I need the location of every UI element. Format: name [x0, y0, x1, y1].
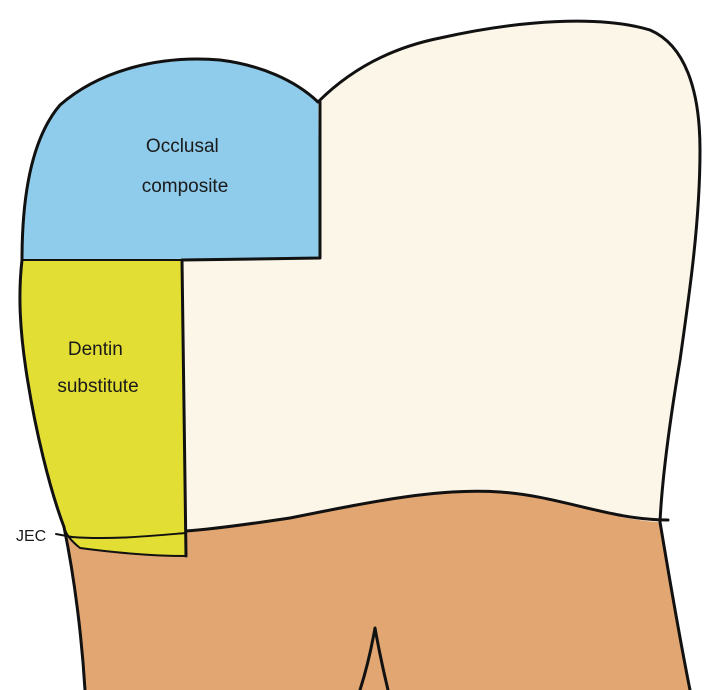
occlusal-composite-label-line2: composite [142, 176, 229, 197]
jec-label: JEC [16, 528, 46, 545]
occlusal-composite-region [22, 59, 320, 260]
dentin-substitute-region [21, 260, 186, 556]
dentin-substitute-label-line1: Dentin [68, 339, 123, 360]
occlusal-composite-label-line1: Occlusal [146, 136, 219, 157]
dentin-substitute-label-line2: substitute [57, 376, 138, 397]
